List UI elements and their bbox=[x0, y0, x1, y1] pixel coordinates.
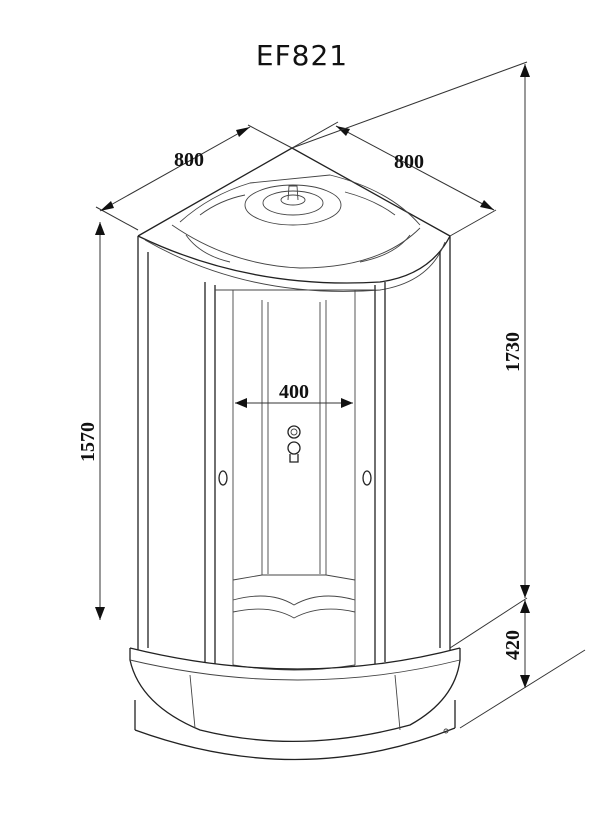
mixer-controls bbox=[287, 425, 301, 463]
dimension-tray-height: 420 bbox=[459, 600, 586, 729]
shower-cabin bbox=[129, 147, 461, 761]
dim-label-top-left: 800 bbox=[174, 149, 204, 171]
dim-label-top-right: 800 bbox=[394, 151, 424, 173]
dimension-door-width: 400 bbox=[235, 381, 353, 408]
dim-label-cabin-height: 1570 bbox=[77, 422, 99, 462]
cabin-frame bbox=[137, 236, 451, 671]
model-title: EF821 bbox=[256, 39, 348, 72]
dimension-top-right: 800 bbox=[291, 121, 497, 237]
dimension-total-height: 1730 bbox=[291, 61, 530, 649]
shower-tray bbox=[129, 647, 461, 761]
roof-dome bbox=[137, 147, 451, 292]
dim-label-total-height: 1730 bbox=[502, 332, 524, 372]
dim-label-tray-height: 420 bbox=[502, 630, 524, 660]
dimension-top-left: 800 bbox=[95, 124, 293, 231]
dimension-cabin-height: 1570 bbox=[77, 222, 105, 620]
dim-label-door-width: 400 bbox=[279, 381, 309, 403]
door-handles bbox=[218, 470, 372, 486]
